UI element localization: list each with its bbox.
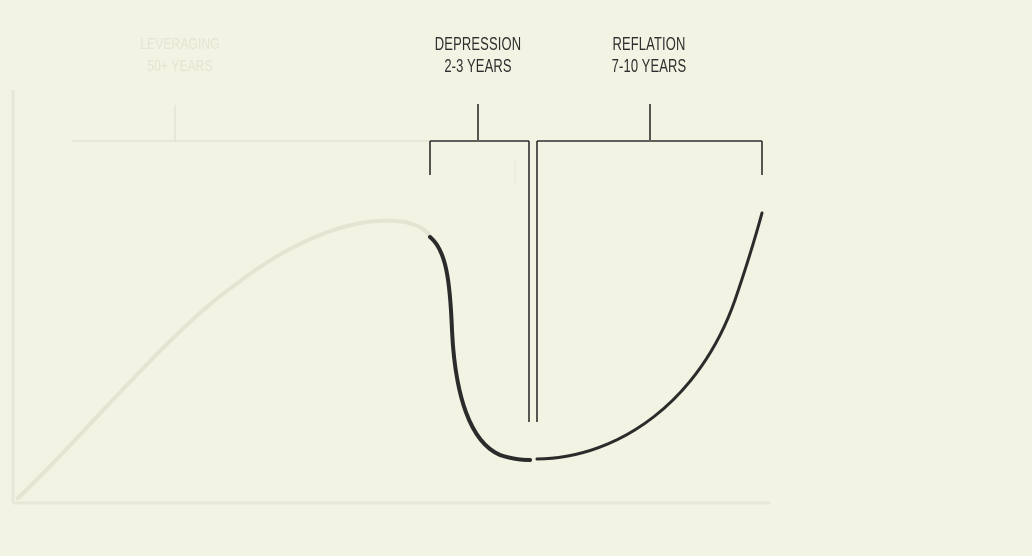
leveraging-label-duration: 50+ YEARS	[147, 58, 213, 75]
reflation-label: REFLATION 7-10 YEARS	[591, 33, 706, 77]
reflation-bracket	[536, 104, 763, 422]
leveraging-label-title: LEVERAGING	[140, 36, 220, 53]
depression-label: DEPRESSION 2-3 YEARS	[420, 33, 535, 77]
depression-label-duration: 2-3 YEARS	[444, 56, 512, 76]
depression-curve	[428, 235, 532, 462]
depression-label-title: DEPRESSION	[434, 34, 522, 54]
reflation-curve	[535, 211, 764, 461]
leveraging-label: LEVERAGING 50+ YEARS	[128, 34, 233, 78]
leveraging-curve	[16, 218, 432, 500]
reflation-label-duration: 7-10 YEARS	[611, 56, 687, 76]
reflation-label-title: REFLATION	[612, 34, 686, 54]
depression-bracket	[429, 104, 530, 422]
